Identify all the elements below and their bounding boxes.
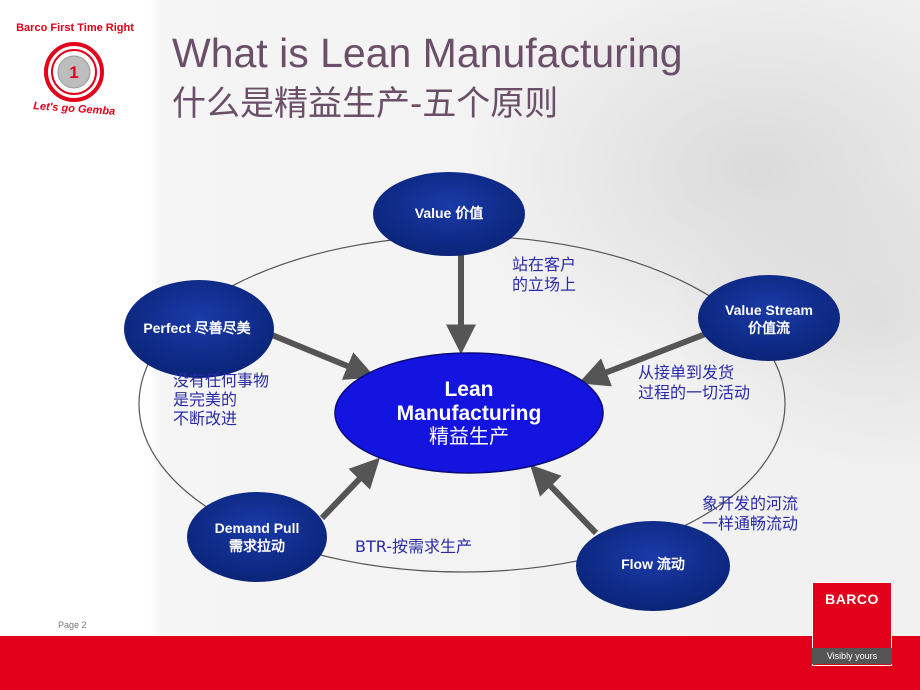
node-value-stream-label-2: 价值流: [748, 320, 790, 336]
node-value-label: Value 价值: [414, 205, 484, 221]
node-center: [334, 352, 604, 474]
barco-tagline: Visibly yours: [812, 648, 892, 664]
node-value: [373, 172, 525, 256]
page-title: What is Lean Manufacturing: [172, 30, 683, 76]
note-value-2: 的立场上: [512, 275, 577, 294]
node-value-stream-label-1: Value Stream: [725, 302, 813, 318]
node-demand-pull-label-1: Demand Pull: [214, 520, 300, 536]
note-value-1: 站在客户: [512, 255, 577, 274]
footer-bar: [0, 636, 920, 690]
arrow-value-stream: [578, 330, 710, 387]
center-label-1: Lean: [444, 378, 494, 401]
node-perfect-label: Perfect 尽善尽美: [143, 320, 251, 336]
logo-tagline: Let's go Gemba: [33, 100, 116, 118]
logo-number: 1: [69, 63, 78, 82]
node-perfect: [124, 280, 274, 378]
note-pull: BTR-按需求生产: [355, 537, 472, 556]
note-stream-1: 从接单到发货: [638, 363, 735, 382]
arrow-demand-pull: [319, 457, 380, 521]
node-flow: [576, 521, 730, 611]
brand-slogan: Barco First Time Right: [16, 22, 134, 34]
first-time-right-logo-icon: 1 Let's go Gemba: [33, 42, 116, 118]
note-perfect-3: 不断改进: [173, 409, 238, 428]
center-label-2: Manufacturing: [396, 402, 542, 425]
node-demand-pull: [187, 492, 327, 582]
barco-wordmark: BARCO: [825, 591, 879, 607]
note-flow-1: 象开发的河流: [702, 494, 799, 513]
note-perfect-2: 是完美的: [173, 390, 238, 409]
arrow-flow: [529, 464, 599, 536]
node-demand-pull-label-2: 需求拉动: [229, 538, 285, 554]
page-number: Page 2: [58, 620, 87, 630]
left-strip: [0, 0, 150, 636]
note-stream-2: 过程的一切活动: [638, 383, 751, 402]
page-subtitle: 什么是精益生产-五个原则: [172, 84, 559, 124]
node-value-stream: [698, 275, 840, 361]
note-perfect-1: 没有任何事物: [173, 371, 270, 390]
center-label-3: 精益生产: [429, 426, 509, 448]
node-flow-label: Flow 流动: [621, 556, 685, 572]
note-flow-2: 一样通畅流动: [702, 514, 799, 533]
arrow-perfect: [270, 332, 376, 380]
